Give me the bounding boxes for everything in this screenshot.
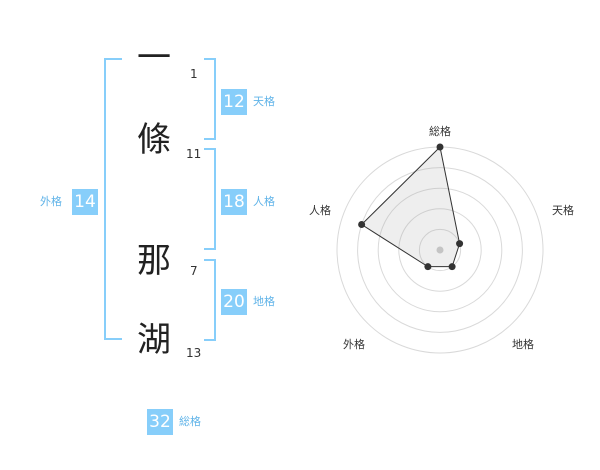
tenkaku-bracket (204, 58, 216, 140)
name-char-2: 條 (137, 120, 171, 160)
radar-ring-1 (418, 228, 462, 272)
stroke-count-4: 13 (186, 346, 202, 360)
radar-center-dot (436, 246, 444, 254)
radar-label-chikaku: 地格 (512, 338, 534, 351)
radar-label-tenkaku: 天格 (552, 204, 574, 217)
radar-ring-4 (357, 167, 523, 333)
jinkaku-label: 人格 (253, 195, 275, 208)
radar-point-4 (358, 221, 366, 229)
radar-point-1 (456, 240, 464, 248)
stroke-count-2: 11 (186, 147, 202, 161)
name-char-1: 一 (137, 38, 171, 78)
jinkaku-bracket (204, 148, 216, 250)
radar-ring-3 (377, 187, 503, 313)
chikaku-bracket (204, 259, 216, 341)
radar-label-gaikaku: 外格 (343, 338, 365, 351)
chikaku-label: 地格 (253, 295, 275, 308)
gaikaku-label: 外格 (40, 195, 62, 208)
radar-label-jinkaku: 人格 (309, 204, 331, 217)
radar-point-0 (436, 143, 444, 151)
tenkaku-badge: 12 (221, 89, 247, 115)
tenkaku-label: 天格 (253, 95, 275, 108)
name-char-3: 那 (137, 241, 171, 281)
radar-label-soukaku: 総格 (429, 125, 451, 138)
stroke-count-3: 7 (190, 264, 198, 278)
chikaku-badge: 20 (221, 289, 247, 315)
radar-polygon (360, 145, 461, 268)
gaikaku-badge: 14 (72, 189, 98, 215)
radar-ring-2 (398, 208, 482, 292)
radar-point-3 (424, 263, 432, 271)
radar-point-2 (448, 263, 456, 271)
soukaku-label: 総格 (179, 415, 201, 428)
stroke-count-1: 1 (190, 67, 198, 81)
soukaku-badge: 32 (147, 409, 173, 435)
jinkaku-badge: 18 (221, 189, 247, 215)
gaikaku-bracket (104, 58, 122, 340)
name-char-4: 湖 (137, 320, 171, 360)
